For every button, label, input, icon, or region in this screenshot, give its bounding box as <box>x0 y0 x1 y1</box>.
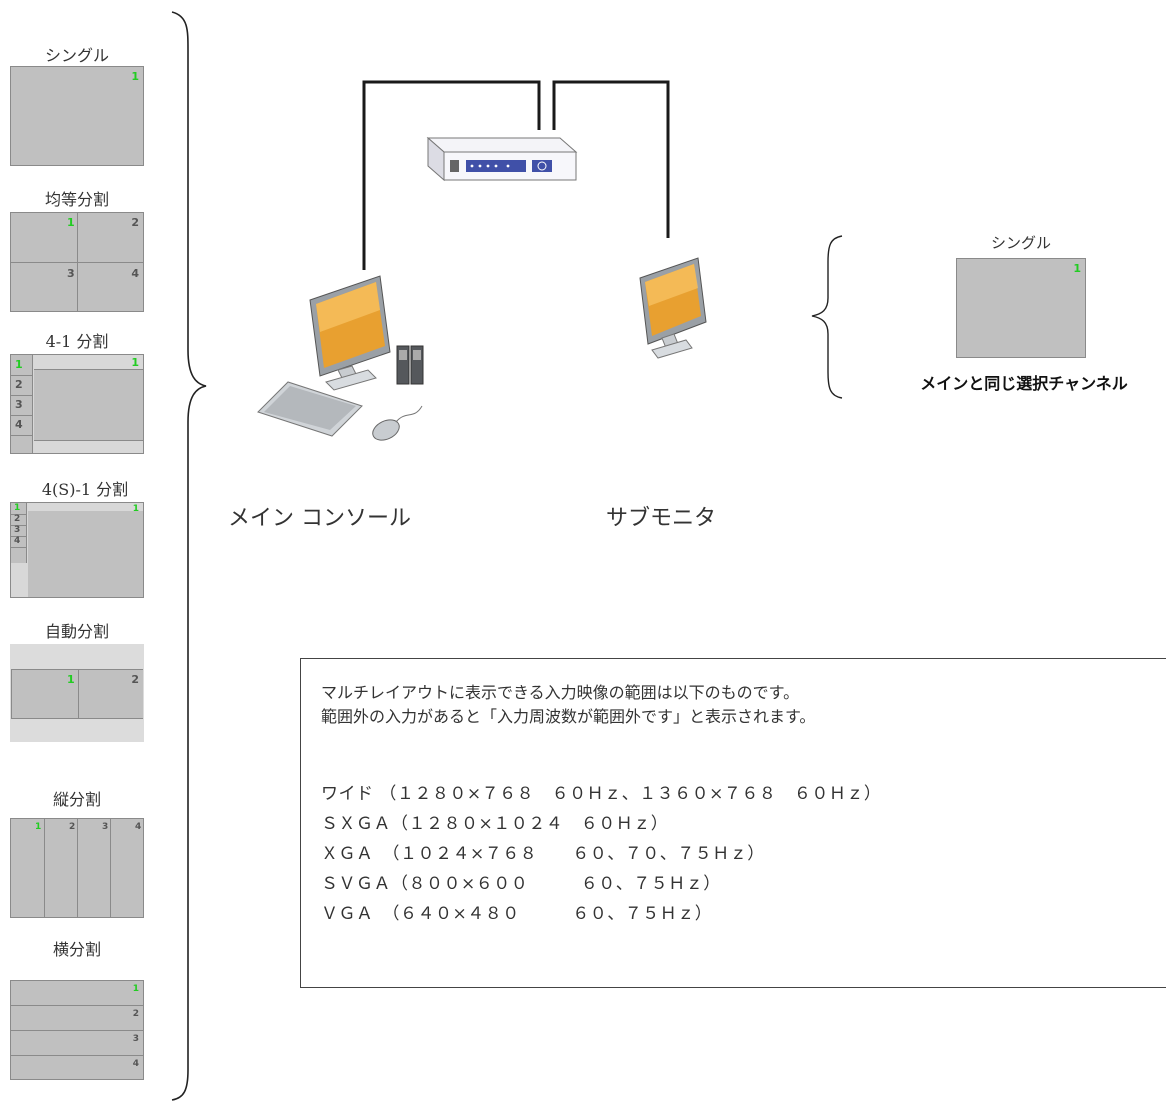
layout-label-horizontal: 横分割 <box>52 940 101 959</box>
cell-number: 1 <box>131 70 139 83</box>
info-box: マルチレイアウトに表示できる入力映像の範囲は以下のものです。 範囲外の入力がある… <box>300 658 1166 988</box>
resolution-wide: ワイド （１２８０×７６８ ６０Ｈｚ、１３６０×７６８ ６０Ｈｚ） <box>321 784 882 804</box>
cell-number: 4 <box>14 536 21 546</box>
cell-number: 4 <box>135 822 142 832</box>
kvm-switch-icon <box>426 136 578 182</box>
cell-number: 3 <box>132 1034 139 1044</box>
layout-thumb-equal[interactable]: 1 2 3 4 <box>10 212 144 312</box>
cell-number: 2 <box>15 378 23 391</box>
layout-thumb-4-1[interactable]: 1 1 2 3 4 <box>10 354 144 454</box>
resolution-sxga: ＳＸＧＡ（１２８０×１０２４ ６０Ｈｚ） <box>321 814 669 834</box>
sub-layout-label: シングル <box>990 234 1051 252</box>
layout-label-4s-1: 4(S)-1 分割 <box>41 480 129 499</box>
cell-number: 2 <box>69 822 76 832</box>
layout-brace <box>171 11 207 1101</box>
info-line-2: 範囲外の入力があると「入力周波数が範囲外です」と表示されます。 <box>321 707 816 726</box>
cell-number: 3 <box>15 398 23 411</box>
layout-thumb-vertical[interactable]: 1 2 3 4 <box>10 818 144 918</box>
cell-number: 2 <box>131 216 139 229</box>
cell-number: 3 <box>67 267 75 280</box>
cell-number: 2 <box>131 673 139 686</box>
connection-diagram <box>257 80 707 441</box>
main-console-label: メイン コンソール <box>228 506 411 531</box>
cell-number: 1 <box>1073 262 1081 275</box>
cell-number: 2 <box>132 1009 139 1019</box>
sub-monitor-icon <box>639 257 707 359</box>
sub-layout-caption: メインと同じ選択チャンネル <box>920 374 1128 393</box>
resolution-svga: ＳＶＧＡ（８００×６００ ６０、７５Ｈｚ） <box>321 874 721 894</box>
cell-number: 4 <box>15 418 23 431</box>
cell-number: 4 <box>132 1059 139 1069</box>
layout-label-4-1: 4-1 分割 <box>45 332 109 351</box>
cell-number: 3 <box>14 525 21 535</box>
cable-main <box>362 80 541 270</box>
layout-label-vertical: 縦分割 <box>52 790 101 809</box>
layout-thumb-horizontal[interactable]: 1 2 3 4 <box>10 980 144 1080</box>
cell-number: 1 <box>131 356 139 369</box>
cable-sub <box>552 80 670 238</box>
info-line-1: マルチレイアウトに表示できる入力映像の範囲は以下のものです。 <box>321 683 800 702</box>
layout-thumb-single[interactable]: 1 <box>10 66 144 166</box>
resolution-vga: ＶＧＡ （６４０×４８０ ６０、７５Ｈｚ） <box>321 904 713 924</box>
cell-number: 2 <box>14 514 21 524</box>
cell-number: 1 <box>132 504 139 514</box>
cell-number: 1 <box>67 216 75 229</box>
cell-number: 3 <box>102 822 109 832</box>
cell-number: 1 <box>67 673 75 686</box>
mouse-icon <box>372 405 423 441</box>
layout-thumb-4s-1[interactable]: 1 1 2 3 4 <box>10 502 144 598</box>
keyboard-icon <box>257 381 363 437</box>
main-monitor-icon <box>309 275 391 391</box>
layout-label-equal: 均等分割 <box>44 190 109 209</box>
sub-brace <box>811 235 843 399</box>
layout-thumb-auto[interactable]: 1 2 <box>10 644 144 742</box>
sub-monitor-label: サブモニタ <box>606 506 717 531</box>
cell-number: 1 <box>35 822 42 832</box>
speakers-icon <box>396 345 424 385</box>
resolution-xga: ＸＧＡ （１０２４×７６８ ６０、７０、７５Ｈｚ） <box>321 844 765 864</box>
layout-label-single: シングル <box>44 46 109 65</box>
cell-number: 1 <box>14 503 21 513</box>
layout-label-auto: 自動分割 <box>44 622 109 641</box>
cell-number: 4 <box>131 267 139 280</box>
cell-number: 1 <box>132 984 139 994</box>
sub-layout-thumb[interactable]: 1 <box>956 258 1086 358</box>
cell-number: 1 <box>15 358 23 371</box>
